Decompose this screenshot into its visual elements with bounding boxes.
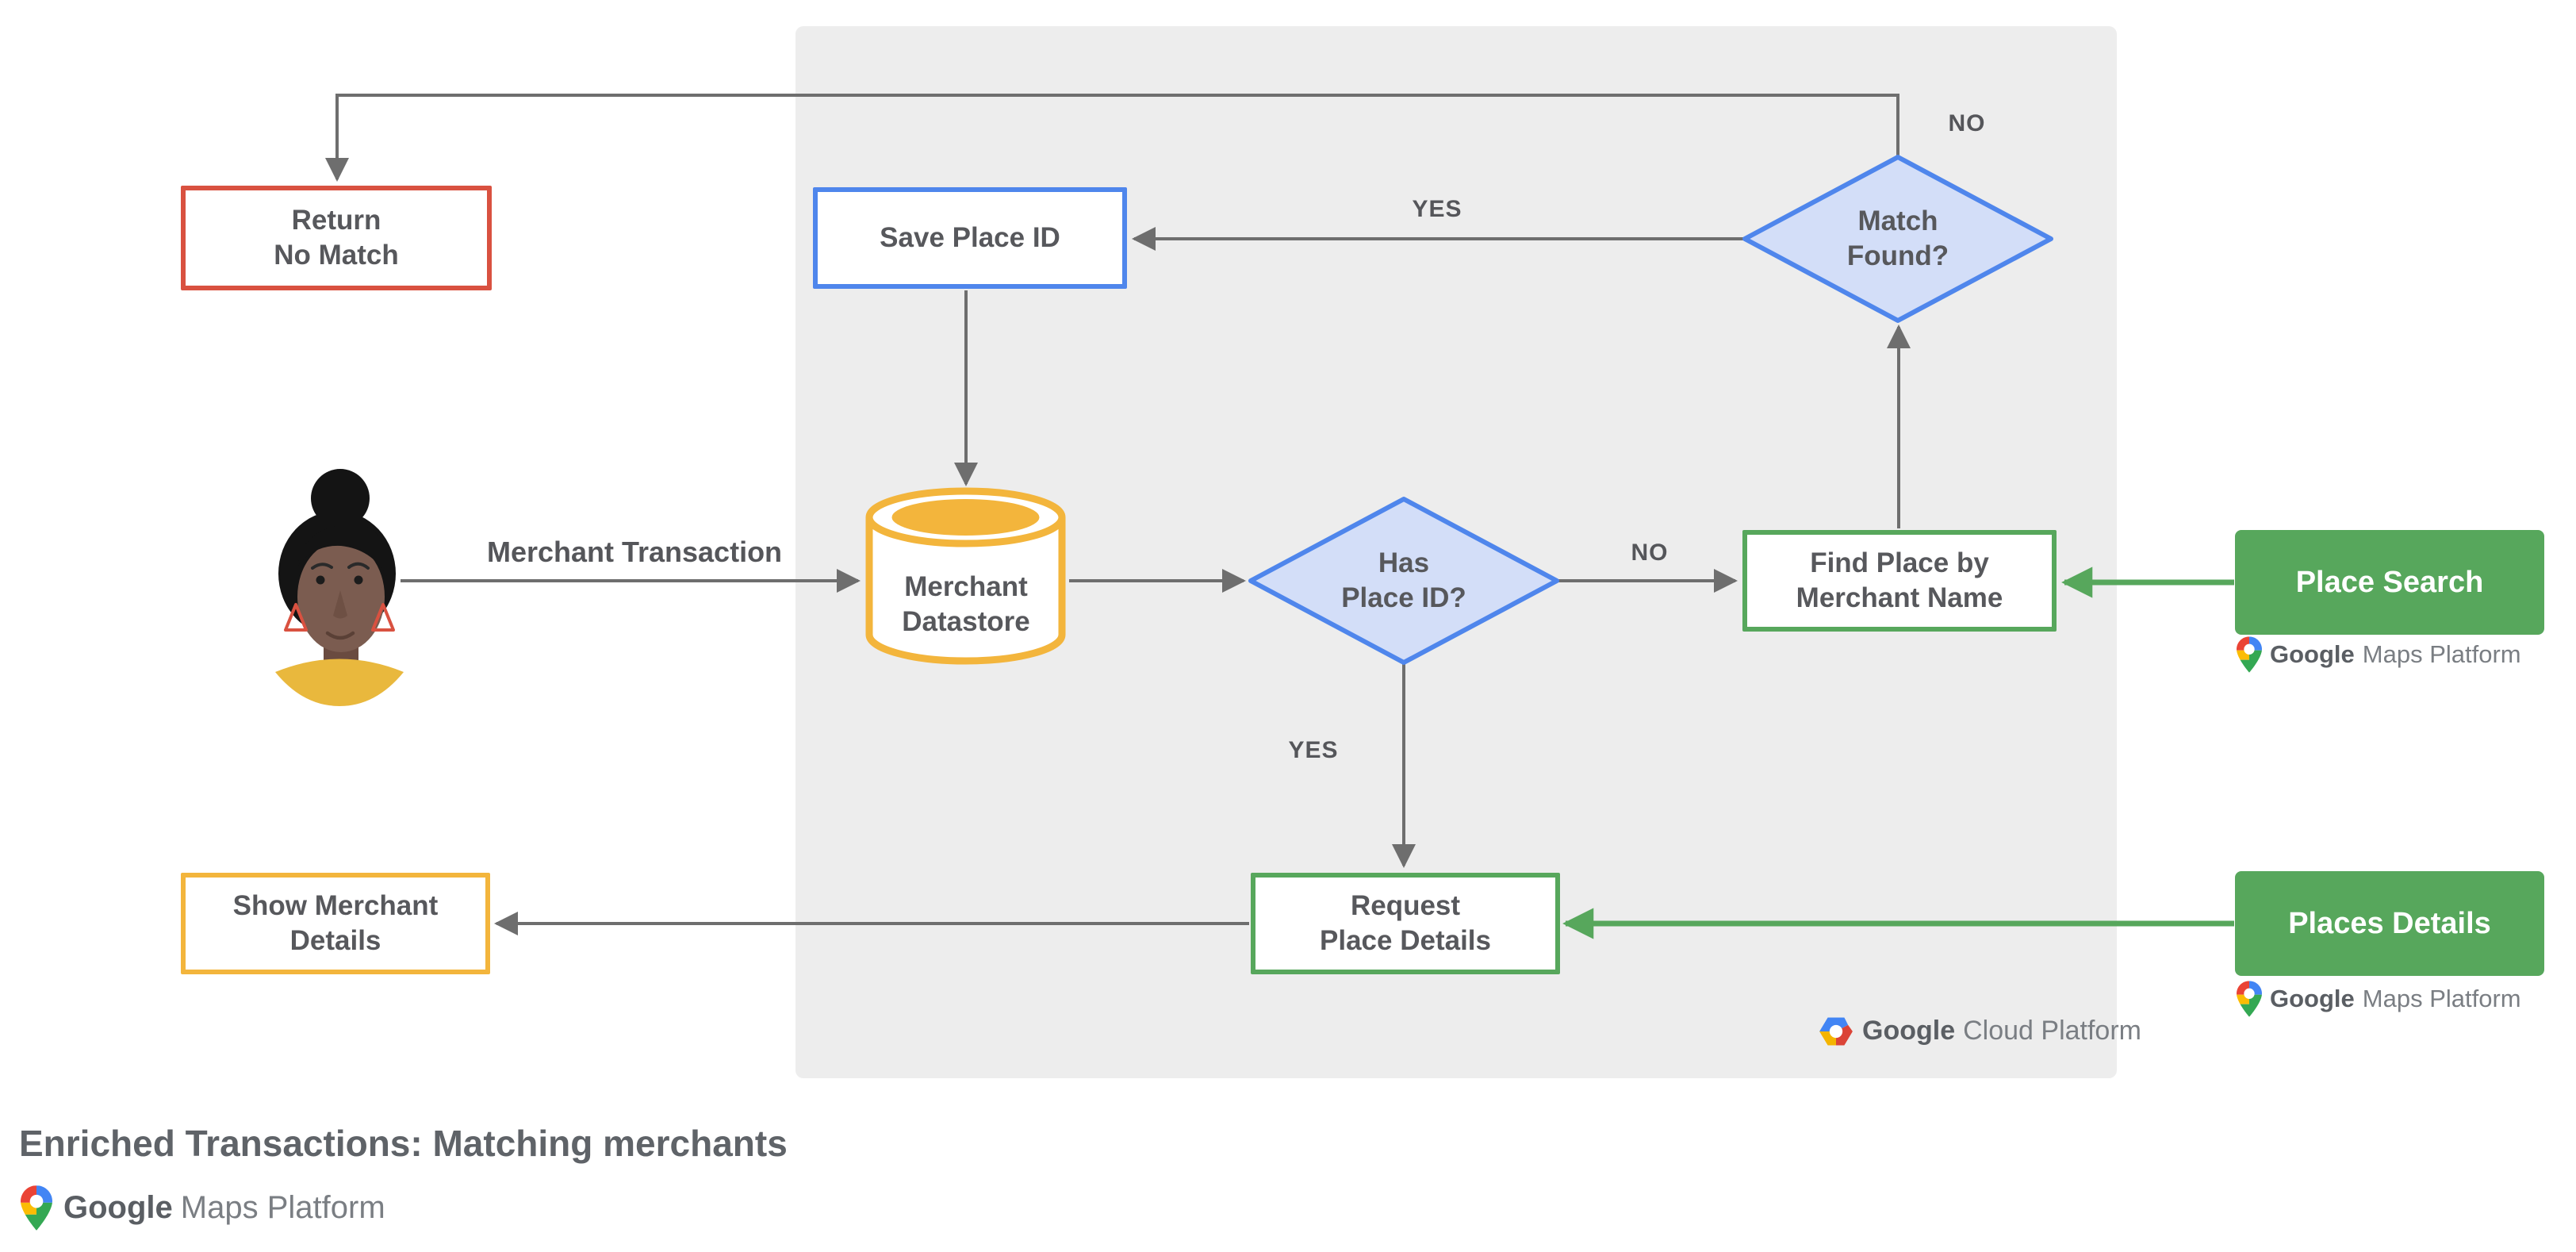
api-box-place-search: Place Search [2235,530,2544,635]
node-label: Find Place by [1810,547,1989,578]
logo-product-text: Maps Platform [180,1190,385,1225]
node-find-place-by-merchant-name: Find Place by Merchant Name [1742,530,2057,632]
logo-product-text: Maps Platform [2362,640,2521,668]
logo-google-text: Google [1862,1016,1956,1046]
logo-google-text: Google [63,1190,173,1225]
api-box-places-details: Places Details [2235,871,2544,976]
api-label: Place Search [2295,565,2484,599]
node-request-place-details: Request Place Details [1251,873,1560,974]
node-show-merchant-details: Show Merchant Details [181,873,490,974]
logo-product-text: Cloud Platform [1963,1016,2141,1046]
edge-label-yes: YES [1412,196,1462,222]
node-label: Return [291,205,381,236]
node-label: Merchant Name [1796,582,2003,613]
logo-google-text: Google [2270,985,2355,1012]
maps-pin-icon [2237,636,2262,673]
node-label: Show Merchant [232,890,439,921]
match-found-label: Match Found? [1846,205,1949,271]
merchant-datastore-label: Merchant Datastore [902,571,1030,637]
node-label: Place Details [1320,925,1491,956]
node-return-no-match: Return No Match [181,186,492,290]
maps-pin-icon [2237,981,2262,1017]
left-earring-icon [284,603,308,632]
google-maps-platform-logo: Google Maps Platform [2237,981,2521,1017]
node-save-place-id: Save Place ID [813,187,1127,289]
right-earring-icon [371,603,395,632]
merchant-transaction-label: Merchant Transaction [486,536,783,568]
logo-google-text: Google [2270,640,2355,668]
api-label: Places Details [2288,906,2491,940]
edge-label-no: NO [1948,110,1986,136]
diagram-title: Enriched Transactions: Matching merchant… [19,1123,788,1164]
node-label: Details [289,925,381,956]
merchant-user-avatar [275,469,404,706]
logo-product-text: Maps Platform [2362,985,2521,1012]
has-place-id-label: Has Place ID? [1341,547,1466,613]
google-maps-platform-logo: Google Maps Platform [21,1185,385,1231]
maps-pin-icon [21,1185,52,1231]
cloud-hexagon-icon [1819,1017,1853,1045]
node-label: No Match [274,240,399,271]
google-maps-platform-logo: Google Maps Platform [2237,636,2521,673]
node-label: Save Place ID [880,222,1060,253]
edge-label-no: NO [1631,540,1669,566]
node-label: Request [1350,890,1461,921]
edge-label-yes: YES [1288,737,1339,763]
google-cloud-platform-logo: Google Cloud Platform [1819,1016,2141,1047]
